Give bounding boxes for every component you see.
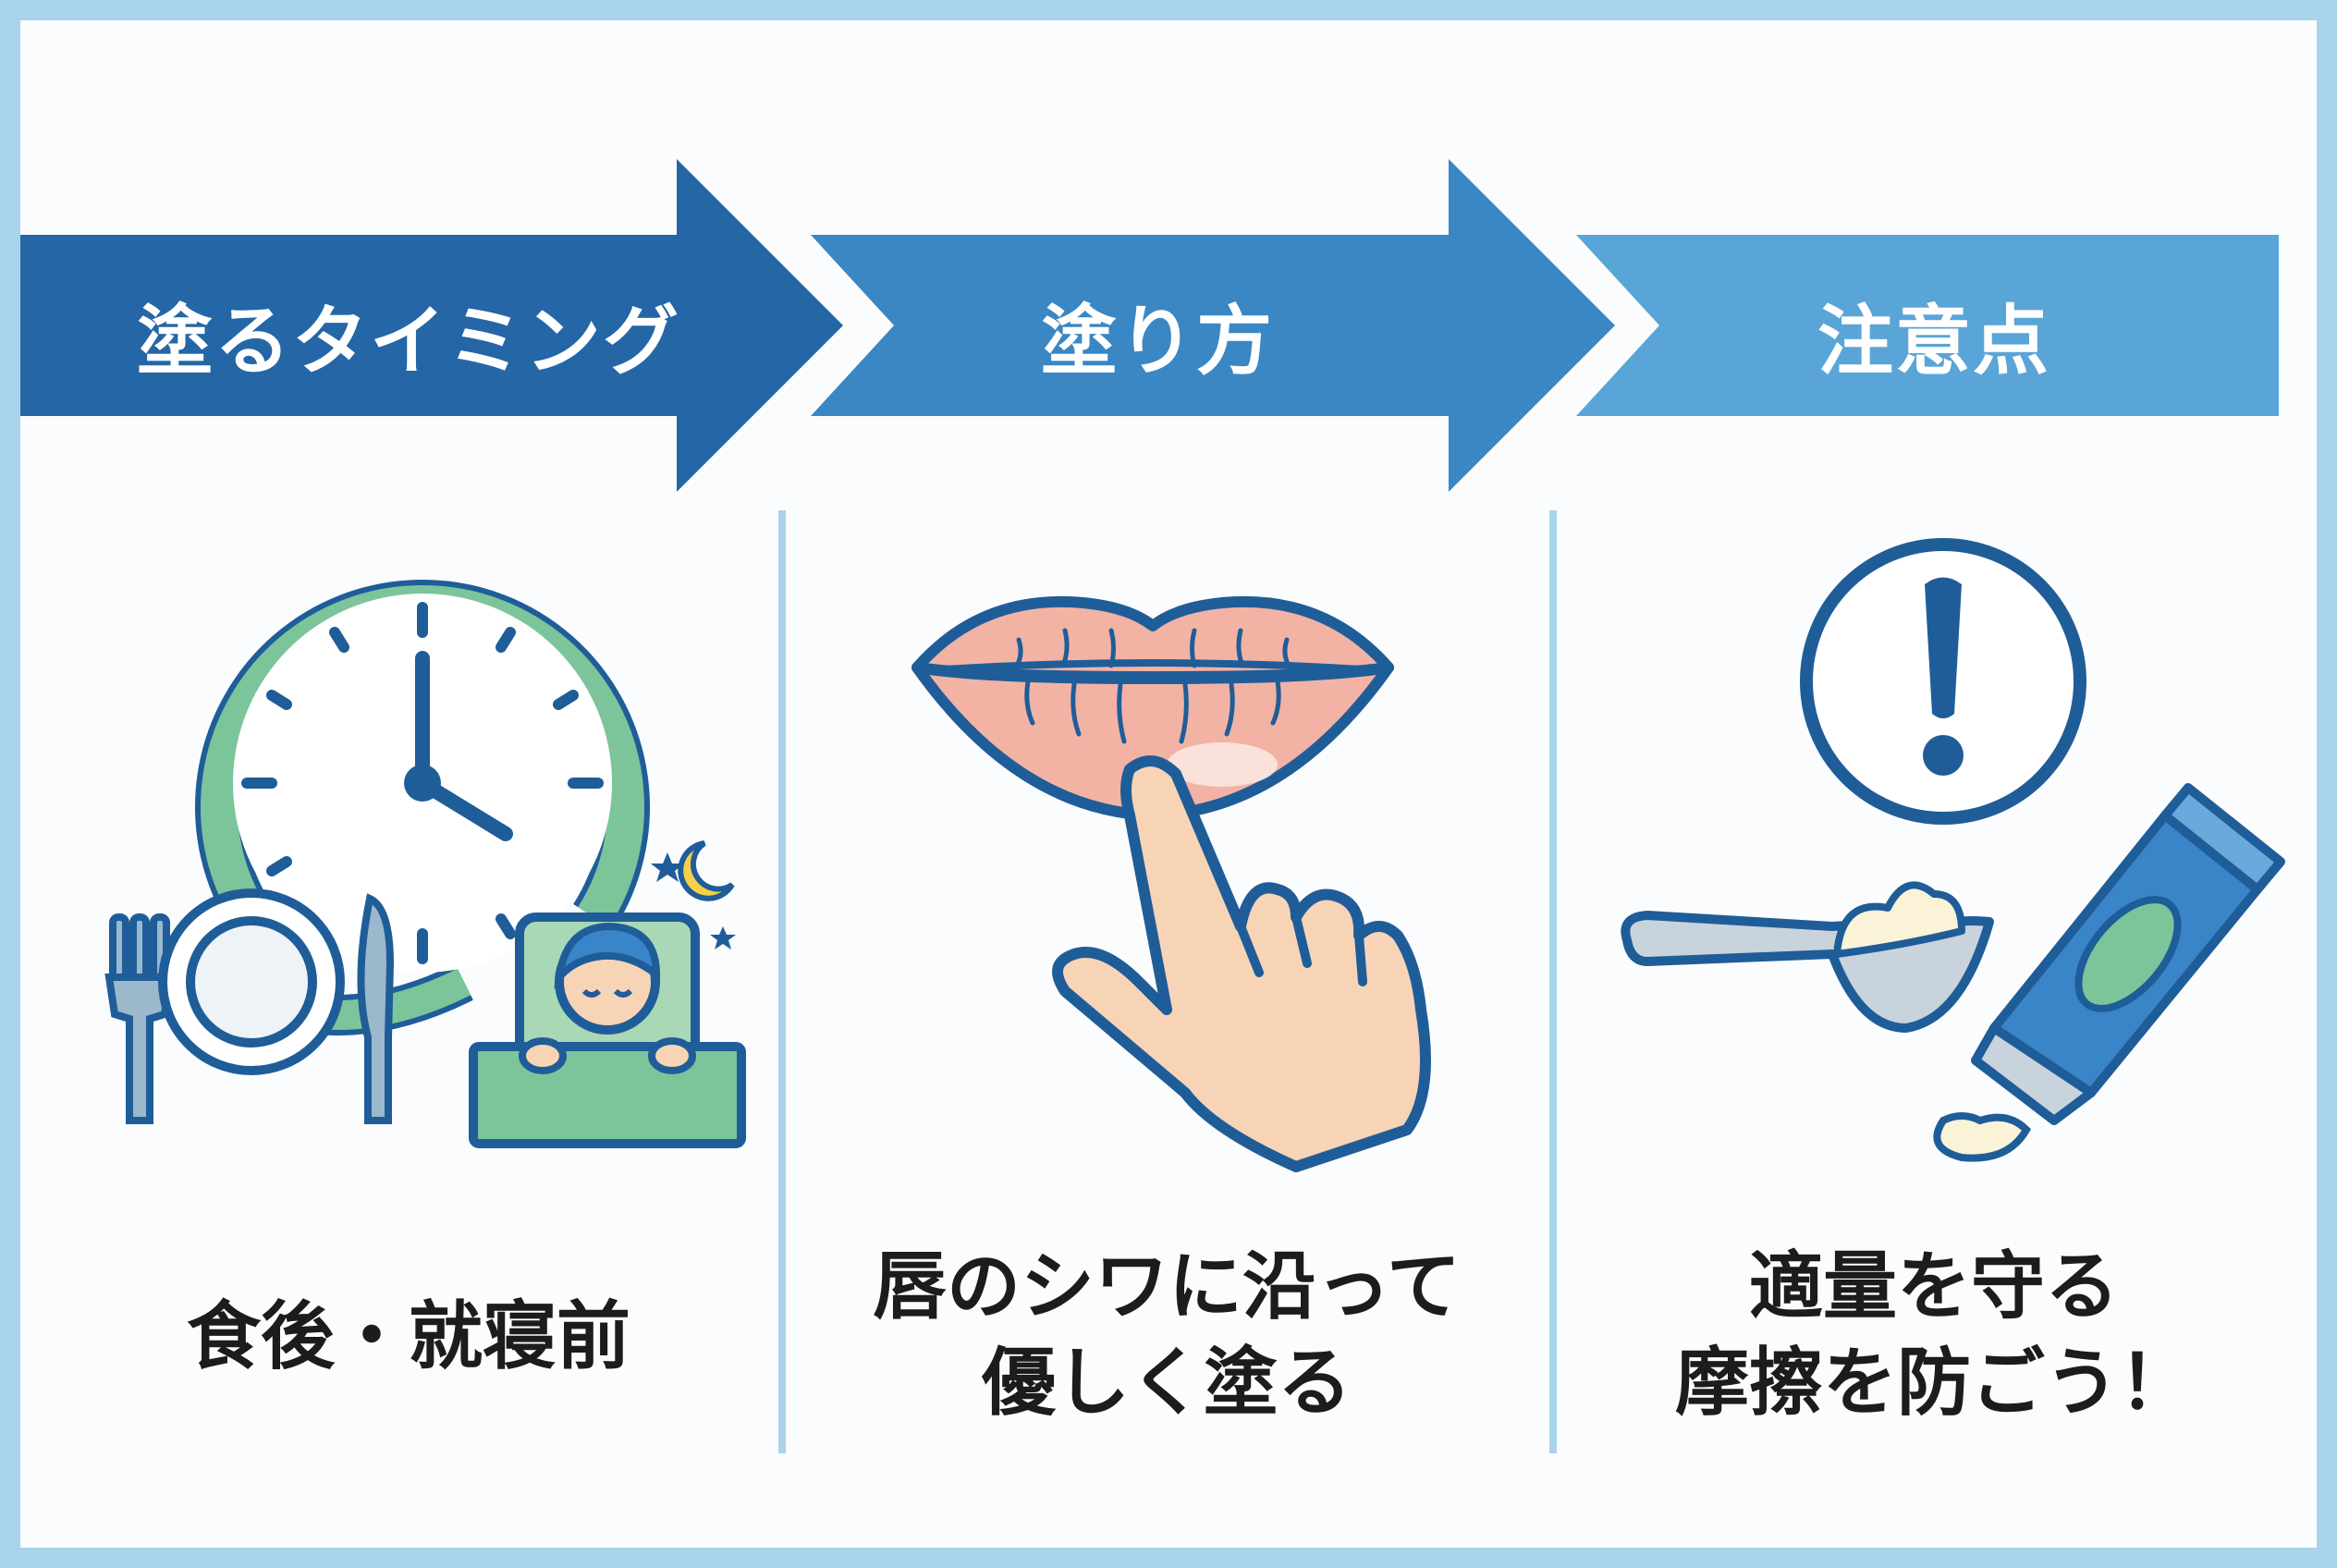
fork-icon bbox=[104, 913, 175, 1124]
step-3-title: 注意点 bbox=[1817, 298, 2050, 386]
column-divider-2 bbox=[1549, 510, 1557, 1453]
step-1-caption-line: 食後・就寝前 bbox=[187, 1293, 630, 1379]
warning-spoon-tube-icon bbox=[1621, 538, 2285, 1162]
finger-hand-icon bbox=[1052, 755, 1431, 1172]
star-icon bbox=[710, 926, 736, 949]
step-1-caption: 食後・就寝前 bbox=[48, 1289, 769, 1385]
knife-icon bbox=[357, 893, 395, 1124]
lips-icon bbox=[912, 595, 1394, 821]
plate-icon bbox=[158, 888, 345, 1075]
step-2-caption: 唇のシワに沿って 優しく塗る bbox=[797, 1239, 1536, 1431]
step-2-caption-line: 唇のシワに沿って bbox=[873, 1243, 1461, 1329]
star-icon bbox=[651, 852, 684, 882]
ointment-tube-icon bbox=[1933, 783, 2285, 1162]
step-1-arrow bbox=[20, 159, 843, 492]
column-divider-1 bbox=[778, 510, 786, 1453]
step-2-title: 塗り方 bbox=[1040, 298, 1274, 386]
spoon-icon bbox=[1621, 881, 1994, 1033]
clock-ticks bbox=[241, 602, 604, 964]
step-3-caption: 適量を守る 摩擦を防ごう！ bbox=[1564, 1239, 2304, 1431]
step-1-title: 塗るタイミング bbox=[136, 298, 680, 386]
step-3-arrow bbox=[1576, 235, 2279, 416]
step-2-arrow bbox=[811, 159, 1615, 492]
diagram-panel: 塗るタイミング 塗り方 注意点 bbox=[20, 20, 2317, 1548]
moon-icon bbox=[678, 840, 735, 901]
clock-meal-sleep-icon bbox=[104, 580, 746, 1148]
sleeping-person-icon bbox=[469, 913, 746, 1148]
step-3-caption-line: 摩擦を防ごう！ bbox=[1675, 1340, 2193, 1426]
lips-finger-icon bbox=[912, 595, 1431, 1172]
step-3-caption-line: 適量を守る bbox=[1749, 1243, 2119, 1329]
step-2-caption-line: 優しく塗る bbox=[982, 1340, 1352, 1426]
exclamation-icon bbox=[1800, 538, 2086, 825]
